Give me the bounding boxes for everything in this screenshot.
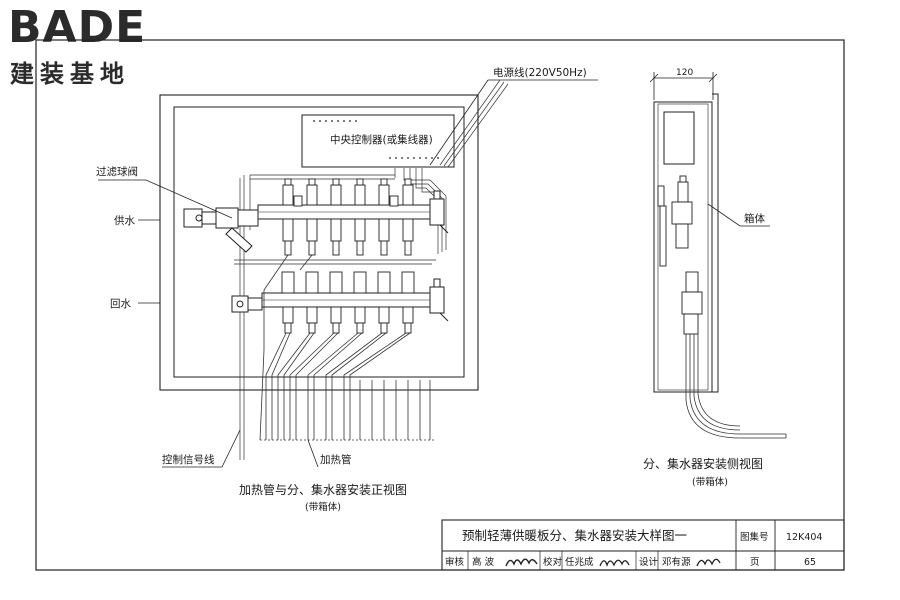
heating-pipes (259, 254, 436, 441)
side-dimension (649, 72, 718, 100)
drawing-title: 预制轻薄供暖板分、集水器安装大样图一 (462, 528, 687, 543)
front-view-caption-sub: (带箱体) (305, 501, 341, 513)
controller-label: 中央控制器(或集线器) (330, 133, 433, 146)
supply-end-vent (429, 190, 449, 234)
atlas-number: 12K404 (786, 532, 822, 543)
brand-logo: BADE (8, 2, 147, 53)
box-label-leader (707, 203, 770, 227)
check-name: 任兆成 (565, 556, 594, 568)
controller-dots-bottom (389, 157, 439, 159)
box-outer (159, 94, 479, 391)
side-dimension-value: 120 (676, 68, 693, 78)
supply-manifold (257, 204, 434, 220)
brand-subtitle: 建装基地 (10, 60, 130, 88)
filter-valve-label: 过滤球阀 (96, 165, 138, 178)
power-line-leader (429, 79, 598, 166)
return-end-vent (429, 278, 449, 322)
return-branches (281, 271, 415, 334)
box-inner (173, 106, 465, 378)
return-label: 回水 (110, 298, 131, 310)
controller-dots-top (313, 120, 357, 122)
return-manifold (261, 292, 434, 308)
side-view-caption-sub: (带箱体) (692, 476, 728, 488)
design-name: 邓有源 (662, 556, 691, 568)
side-box-label: 箱体 (744, 212, 765, 225)
front-leaders (98, 179, 319, 468)
supply-label: 供水 (114, 214, 135, 227)
drawing-frame (35, 39, 845, 571)
power-cable (439, 79, 509, 168)
check-label: 校对 (543, 556, 563, 568)
front-view: 中央控制器(或集线器) 电源线(220V50Hz) (96, 66, 598, 513)
design-signature (696, 558, 721, 567)
side-pipes (685, 334, 787, 439)
title-block (441, 519, 845, 571)
side-view: 120 箱体 分、集水器安装侧视图 (带 (643, 68, 787, 488)
design-label: 设计 (639, 556, 659, 568)
check-signature (599, 559, 630, 567)
review-label: 审核 (445, 556, 465, 568)
front-view-caption: 加热管与分、集水器安装正视图 (239, 482, 407, 497)
return-outlet-valve (231, 295, 263, 313)
review-signature (505, 558, 538, 567)
side-manifold-fittings (657, 175, 703, 335)
heating-pipe-label: 加热管 (320, 453, 352, 466)
supply-inlet-valve (183, 207, 259, 253)
review-name: 高 波 (472, 556, 495, 568)
controller-box (301, 114, 455, 168)
supply-branches (282, 178, 414, 256)
page-number: 65 (804, 557, 816, 568)
signal-line-label: 控制信号线 (162, 453, 215, 466)
side-box (653, 93, 719, 393)
power-line-label: 电源线(220V50Hz) (493, 66, 587, 79)
page-label: 页 (750, 557, 760, 568)
side-view-caption: 分、集水器安装侧视图 (643, 456, 763, 471)
atlas-number-label: 图集号 (740, 531, 769, 543)
